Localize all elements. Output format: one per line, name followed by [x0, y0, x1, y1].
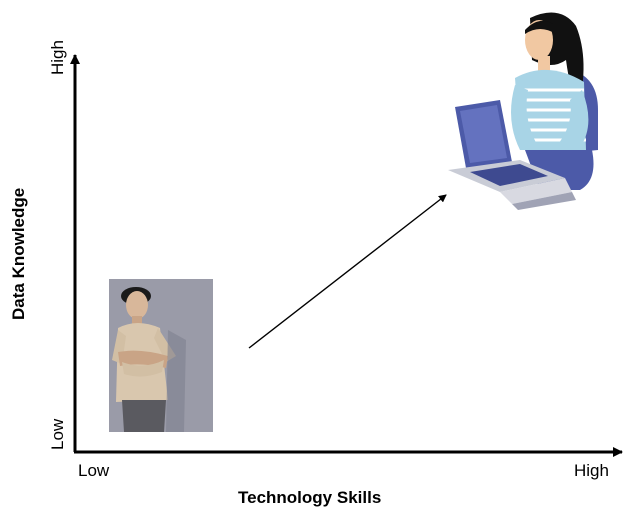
y-high-label: High	[48, 40, 67, 75]
y-low-label: Low	[48, 418, 67, 450]
x-high-label: High	[574, 461, 609, 480]
young-man-photo	[109, 279, 213, 432]
woman-at-laptop-clipart	[448, 12, 598, 210]
y-axis-title: Data Knowledge	[9, 187, 28, 320]
x-axis-title: Technology Skills	[238, 488, 382, 507]
x-low-label: Low	[78, 461, 110, 480]
progress-arrow	[248, 194, 447, 349]
